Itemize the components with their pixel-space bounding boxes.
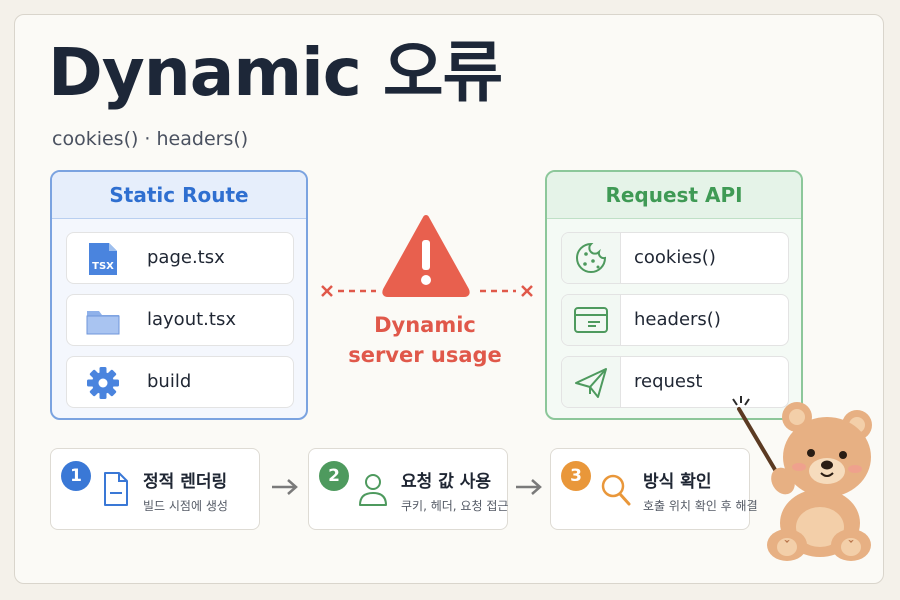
step-2: 2 요청 값 사용 쿠키, 헤더, 요청 접근 [308,448,508,530]
folder-icon [86,311,120,335]
static-route-heading: Static Route [52,172,306,219]
static-item-layout: layout.tsx [66,294,294,346]
step-title: 방식 확인 [643,472,712,492]
teddy-bear-mascot [732,396,872,561]
static-item-label: layout.tsx [147,309,236,330]
svg-text:TSX: TSX [92,261,114,272]
request-item-label: request [634,371,703,392]
gear-icon [87,367,119,399]
request-item-label: headers() [634,309,721,330]
step-title: 정적 렌더링 [143,472,228,492]
request-item-request: request [561,356,789,408]
warning-triangle-icon [382,215,470,297]
document-icon [104,472,128,506]
dynamic-server-usage-label: Dynamic server usage [348,313,502,367]
request-item-headers: headers() [561,294,789,346]
paper-plane-icon [562,357,621,407]
static-route-panel: Static Route TSX page.tsx layout.tsx [50,170,308,420]
step-number-badge: 1 [61,461,91,491]
tsx-file-icon: TSX [89,243,117,275]
arrow-right-icon [272,479,298,495]
cookie-icon [562,233,621,283]
user-icon [359,474,387,506]
static-item-build: build [66,356,294,408]
page-subtitle: cookies() · headers() [52,128,249,150]
request-api-heading: Request API [547,172,801,219]
step-3: 3 방식 확인 호출 위치 확인 후 해결 [550,448,758,530]
static-item-page: TSX page.tsx [66,232,294,284]
right-dashed-connector [480,285,533,297]
left-dashed-connector [321,285,376,297]
arrow-right-icon [516,479,542,495]
request-item-cookies: cookies() [561,232,789,284]
request-item-label: cookies() [634,247,716,268]
browser-window-icon [562,295,621,345]
magnifier-icon [601,474,631,506]
step-number-badge: 3 [561,461,591,491]
step-desc: 쿠키, 헤더, 요청 접근 [401,499,509,513]
page-title: Dynamic 오류 [48,34,503,111]
request-api-panel: Request API cookies() headers() request [545,170,803,420]
step-desc: 빌드 시점에 생성 [143,499,228,513]
static-item-label: build [147,371,192,392]
step-desc: 호출 위치 확인 후 해결 [643,499,758,513]
static-item-label: page.tsx [147,247,225,268]
step-1: 1 정적 렌더링 빌드 시점에 생성 [50,448,260,530]
step-number-badge: 2 [319,461,349,491]
step-title: 요청 값 사용 [401,472,492,492]
